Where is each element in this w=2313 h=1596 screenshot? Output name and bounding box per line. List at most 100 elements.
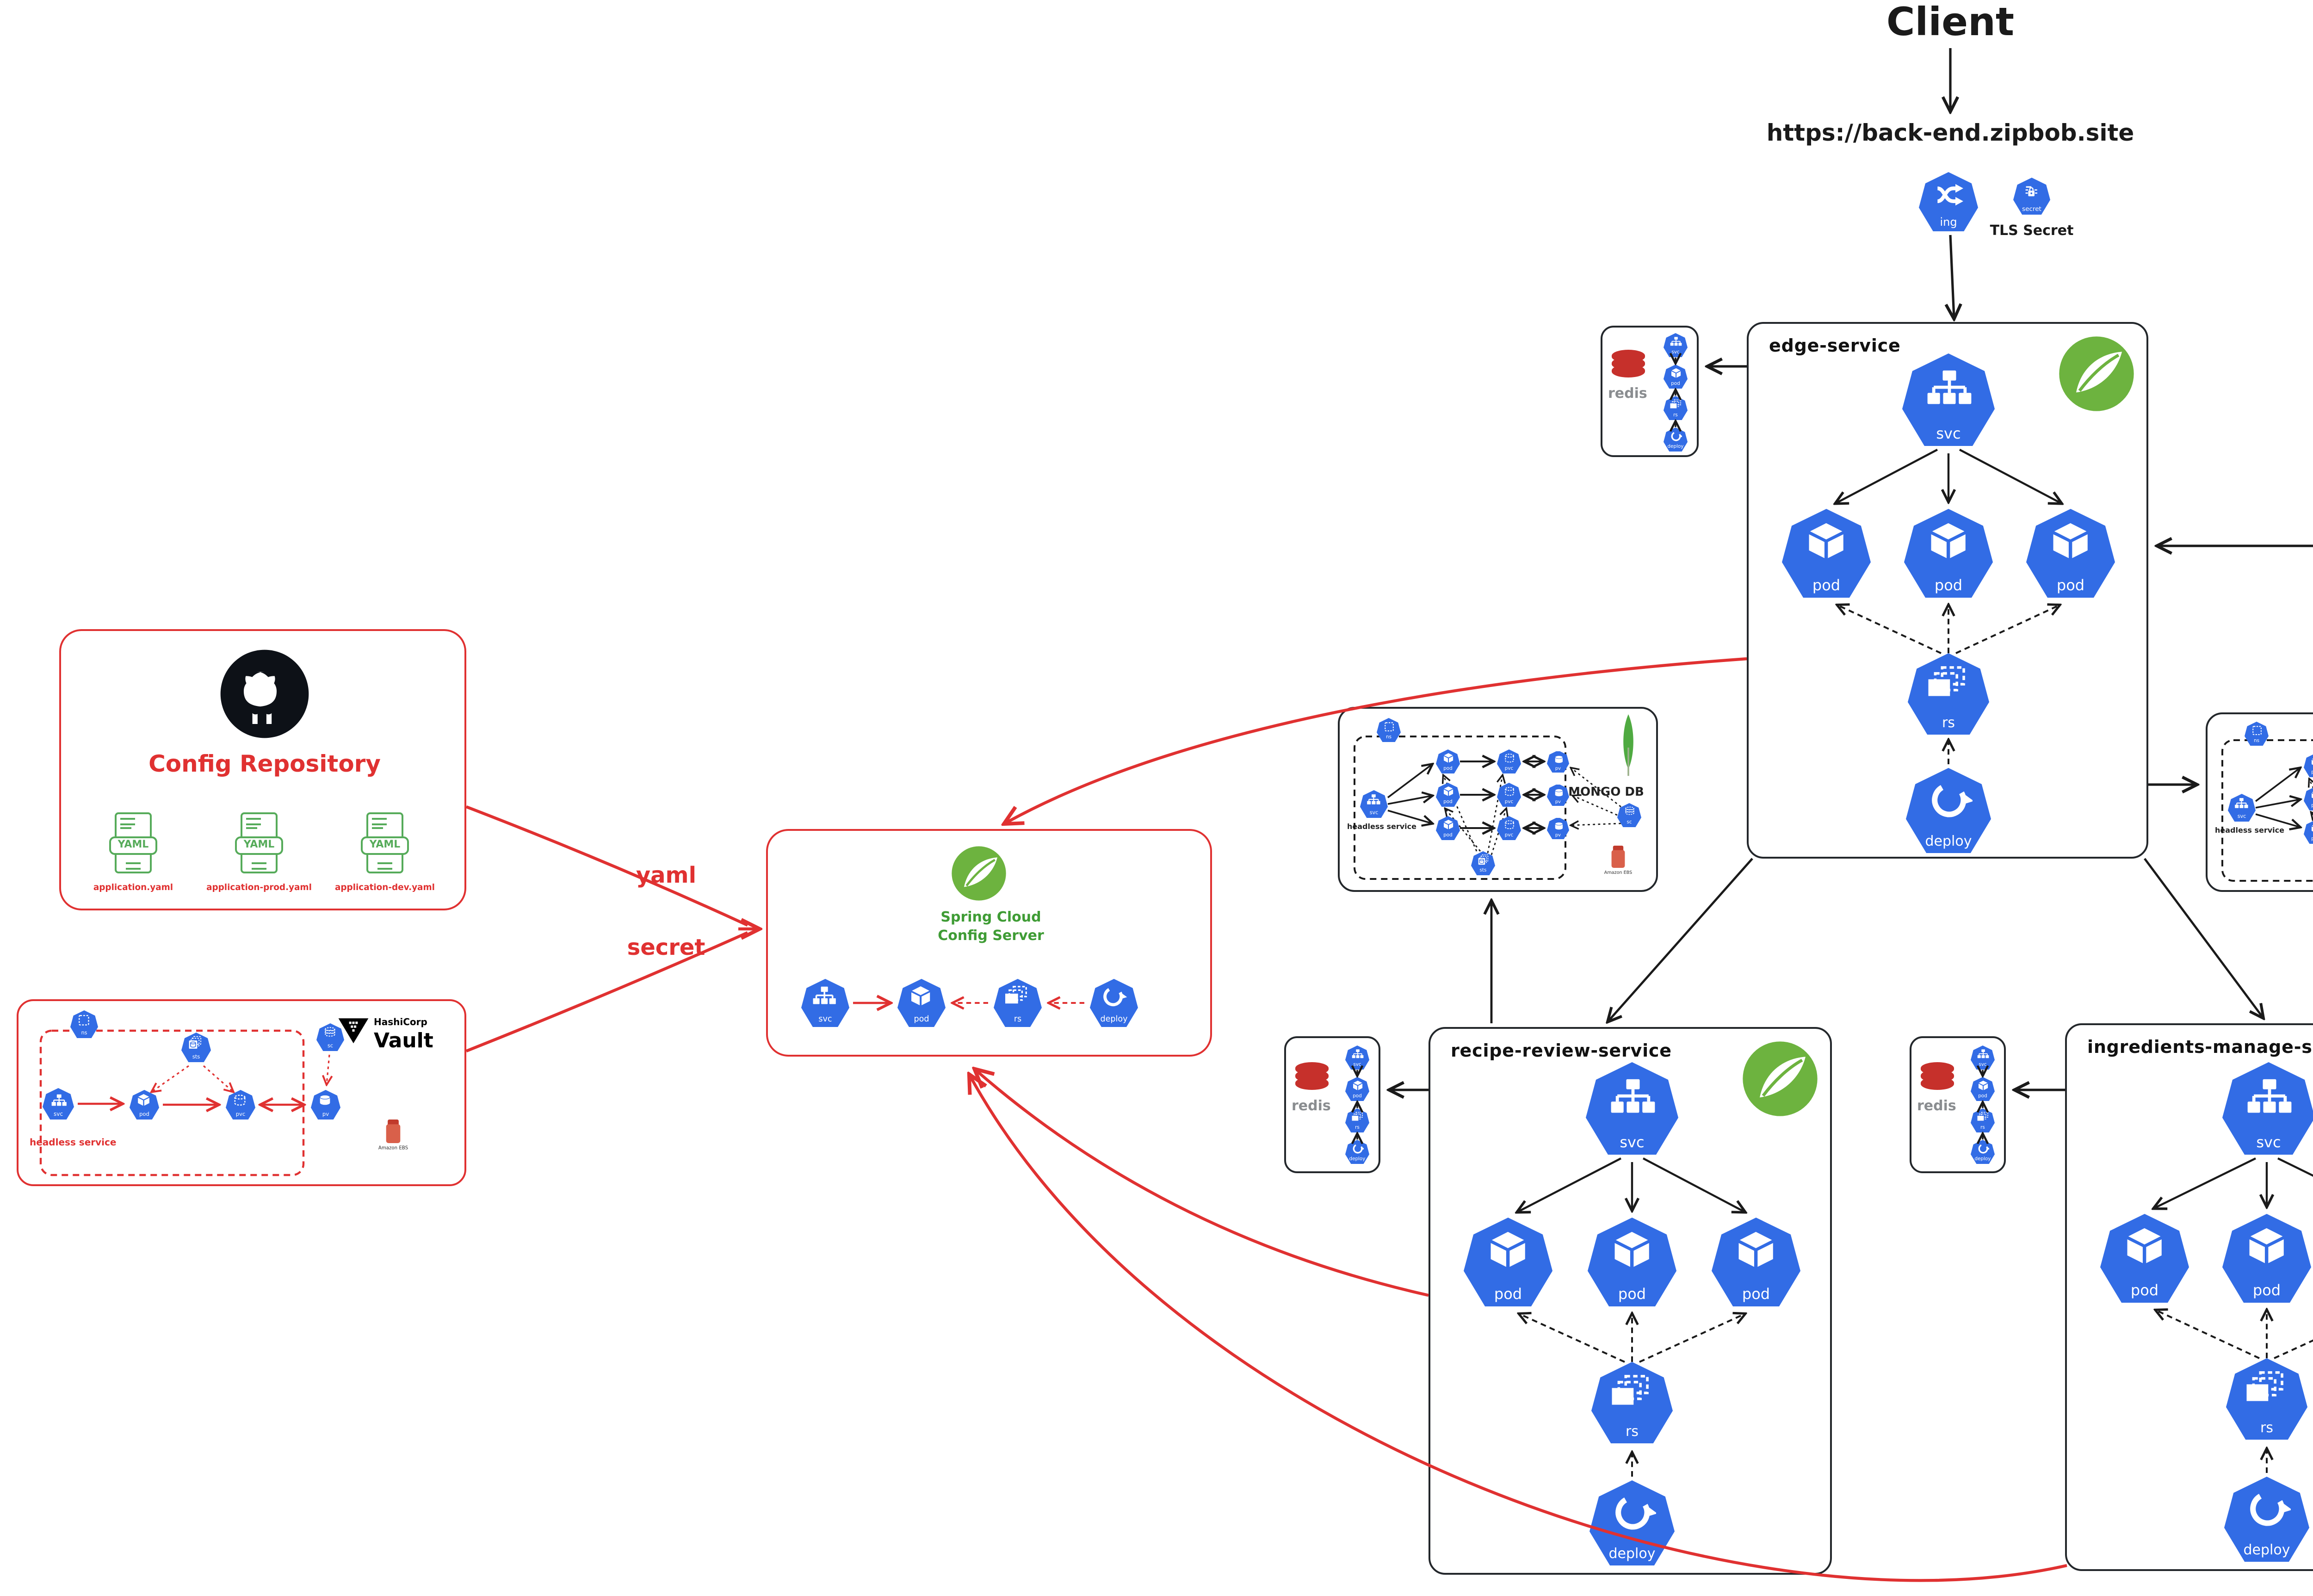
redis-label: redis — [1292, 1097, 1331, 1114]
pvc-icon: pvc — [1497, 783, 1521, 807]
pod-icon: pod — [1588, 1218, 1676, 1306]
yaml-file-label: application.yaml — [93, 885, 173, 894]
storageclass-icon: sc — [316, 1023, 344, 1051]
pod-icon: pod — [1971, 1077, 1995, 1101]
ingress-icon: ing — [1919, 172, 1978, 231]
service-icon: svc — [43, 1088, 74, 1120]
statefulset-icon: sts — [181, 1033, 211, 1062]
deployment-icon: deploy — [2224, 1477, 2309, 1562]
spring-logo-icon — [2056, 333, 2137, 414]
deployment-icon: deploy — [1971, 1140, 1995, 1164]
headless-service-label: headless service — [1347, 822, 1416, 831]
backend-url: https://back-end.zipbob.site — [1766, 118, 2134, 146]
pod-icon: pod — [1436, 749, 1460, 773]
pvc-icon: pvc — [1497, 749, 1521, 773]
replicaset-icon: rs — [1591, 1362, 1673, 1443]
pod-icon: pod — [1436, 783, 1460, 807]
pv-icon: pv — [1547, 750, 1569, 773]
pod-icon: pod — [2304, 786, 2313, 810]
pvc-icon: pvc — [226, 1090, 255, 1120]
statefulset-icon: sts — [1471, 851, 1495, 875]
pod-icon: pod — [1664, 365, 1688, 389]
service-icon: svc — [2228, 794, 2256, 822]
replicaset-icon: rs — [2226, 1358, 2307, 1440]
config-server-name-line1: Spring Cloud — [940, 909, 1041, 925]
service-icon: svc — [801, 979, 849, 1027]
ingredients-manage-service-title: ingredients-manage-service — [2087, 1038, 2313, 1058]
deployment-icon: deploy — [1906, 768, 1991, 853]
hashicorp-label: HashiCorp — [374, 1018, 427, 1029]
pod-icon: pod — [1464, 1218, 1552, 1306]
arrow-ingress-to-edge — [1950, 235, 1954, 318]
config-repository-title: Config Repository — [148, 749, 381, 777]
pod-icon: pod — [2304, 753, 2313, 777]
service-icon: svc — [1345, 1045, 1369, 1070]
mariadb-box: ns svc headless service pod pod pod pvc … — [2206, 712, 2313, 892]
recipe-review-service-title: recipe-review-service — [1451, 1042, 1672, 1062]
namespace-icon: ns — [1377, 718, 1401, 742]
mongodb-box: ns svc headless service pod pod pod pvc … — [1338, 707, 1658, 892]
redis-box-edge: redis svc pod rs deploy — [1601, 326, 1699, 457]
pod-icon: pod — [2100, 1214, 2189, 1303]
mongodb-label: MONGO DB — [1568, 785, 1644, 799]
yaml-file-icon: YAML — [361, 812, 409, 873]
pod-icon: pod — [2304, 820, 2313, 844]
replicaset-icon: rs — [1971, 1108, 1995, 1132]
pvc-icon: pvc — [1497, 816, 1521, 840]
vault-label: Vault — [374, 1029, 433, 1053]
replicaset-icon: rs — [1908, 653, 1989, 735]
pod-icon: pod — [130, 1090, 159, 1120]
replicaset-icon: rs — [1664, 396, 1688, 420]
redis-logo-icon — [1295, 1062, 1329, 1089]
pod-icon: pod — [1712, 1218, 1800, 1306]
config-server-box: Spring Cloud Config Server svc pod rs de… — [766, 829, 1212, 1057]
yaml-file-icon: YAML — [235, 812, 283, 873]
headless-service-label: headless service — [30, 1138, 117, 1149]
mongodb-leaf-icon — [1623, 714, 1633, 776]
deployment-icon: deploy — [1090, 979, 1138, 1027]
edge-service-title: edge-service — [1769, 337, 1901, 357]
pod-icon: pod — [897, 979, 946, 1027]
secret-flow-label: secret — [627, 934, 705, 960]
yaml-file-label: application-dev.yaml — [335, 885, 435, 894]
storageclass-icon: sc — [1617, 803, 1641, 827]
vault-box: ns svc headless service pod pvc pv sts s… — [17, 999, 466, 1186]
pod-icon: pod — [2222, 1214, 2311, 1303]
yaml-file-icon: YAML — [109, 812, 157, 873]
client-label: Client — [1886, 0, 2015, 44]
pod-icon: pod — [1904, 509, 1993, 598]
yaml-file-label: application-prod.yaml — [206, 885, 312, 894]
tls-secret-icon: secret — [2013, 178, 2050, 215]
deployment-icon: deploy — [1664, 427, 1688, 452]
pod-icon: pod — [1782, 509, 1871, 598]
config-server-name-line2: Config Server — [938, 927, 1044, 944]
redis-logo-icon — [1612, 350, 1645, 377]
config-repository-box: Config Repository YAML YAML YAML applica… — [59, 629, 466, 910]
deployment-icon: deploy — [1345, 1140, 1369, 1164]
pv-icon: pv — [1547, 817, 1569, 839]
vault-logo-icon — [338, 1018, 369, 1044]
pv-icon: pv — [311, 1090, 340, 1120]
service-icon: svc — [1664, 333, 1688, 357]
replicaset-icon: rs — [994, 979, 1042, 1027]
service-icon: svc — [2222, 1062, 2313, 1155]
yaml-flow-label: yaml — [636, 862, 697, 888]
service-icon: svc — [1360, 790, 1388, 818]
pod-icon: pod — [1345, 1077, 1369, 1101]
pod-icon: pod — [1436, 816, 1460, 840]
tls-secret-label: TLS Secret — [1990, 222, 2074, 239]
spring-logo-icon — [949, 844, 1008, 903]
service-icon: svc — [1902, 353, 1995, 446]
ingredients-manage-service-box: ingredients-manage-service svc pod pod p… — [2065, 1023, 2313, 1571]
github-logo-icon — [220, 650, 309, 738]
headless-service-label: headless service — [2215, 825, 2284, 835]
edge-service-box: edge-service svc pod pod pod rs deploy — [1747, 322, 2148, 859]
deployment-icon: deploy — [1589, 1480, 1675, 1565]
namespace-icon: ns — [2245, 722, 2269, 746]
spring-logo-icon — [1739, 1038, 1821, 1120]
redis-logo-icon — [1921, 1062, 1954, 1089]
recipe-review-service-box: recipe-review-service svc pod pod pod rs… — [1429, 1027, 1832, 1575]
namespace-icon: ns — [70, 1010, 98, 1038]
service-icon: svc — [1971, 1045, 1995, 1070]
